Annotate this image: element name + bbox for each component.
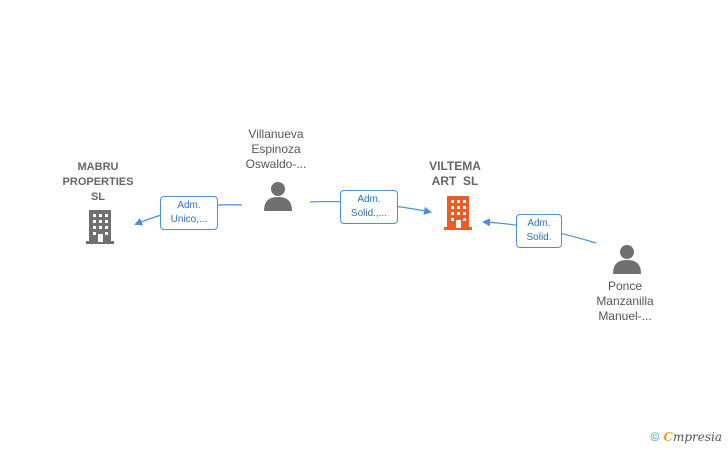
- empresia-footer: © Cmpresia: [651, 430, 722, 444]
- label-line: Manzanilla: [596, 294, 654, 308]
- label-line: Oswaldo-...: [245, 157, 307, 171]
- building-icon[interactable]: [442, 194, 474, 230]
- empresia-logo: Cmpresia: [663, 430, 722, 444]
- edge-label-adm-unico[interactable]: Adm. Unico,...: [160, 196, 218, 230]
- edge-label-line: Adm.: [357, 194, 381, 205]
- label-line: VILTEMA: [429, 159, 481, 173]
- label-line: Ponce: [607, 279, 643, 293]
- edge-label-line: Unico,...: [170, 214, 208, 225]
- node-label-ponce[interactable]: Ponce Manzanilla Manuel-...: [575, 279, 675, 324]
- building-icon[interactable]: [84, 208, 116, 244]
- edge-label-line: Adm.: [177, 200, 201, 211]
- label-line: Espinoza: [251, 142, 301, 156]
- label-line: ART SL: [431, 174, 479, 188]
- edge-label-line: Solid.: [526, 232, 552, 243]
- copyright-symbol: ©: [650, 430, 660, 444]
- node-label-viltema[interactable]: VILTEMA ART SL: [405, 159, 505, 189]
- node-label-villanueva[interactable]: Villanueva Espinoza Oswaldo-...: [226, 127, 326, 172]
- label-line: MABRU: [77, 161, 119, 173]
- edge-label-adm-solid-ponce[interactable]: Adm. Solid.: [516, 214, 562, 248]
- label-line: SL: [90, 191, 106, 203]
- label-line: Villanueva: [248, 127, 304, 141]
- edge-label-line: Adm.: [527, 218, 551, 229]
- edge-label-line: Solid.,...: [350, 208, 388, 219]
- edge-label-adm-solid-villanueva[interactable]: Adm. Solid.,...: [340, 190, 398, 224]
- label-line: PROPERTIES: [62, 176, 134, 188]
- person-icon[interactable]: [262, 180, 294, 212]
- person-icon[interactable]: [611, 243, 643, 275]
- node-label-mabru[interactable]: MABRU PROPERTIES SL: [48, 160, 148, 205]
- label-line: Manuel-...: [598, 309, 652, 323]
